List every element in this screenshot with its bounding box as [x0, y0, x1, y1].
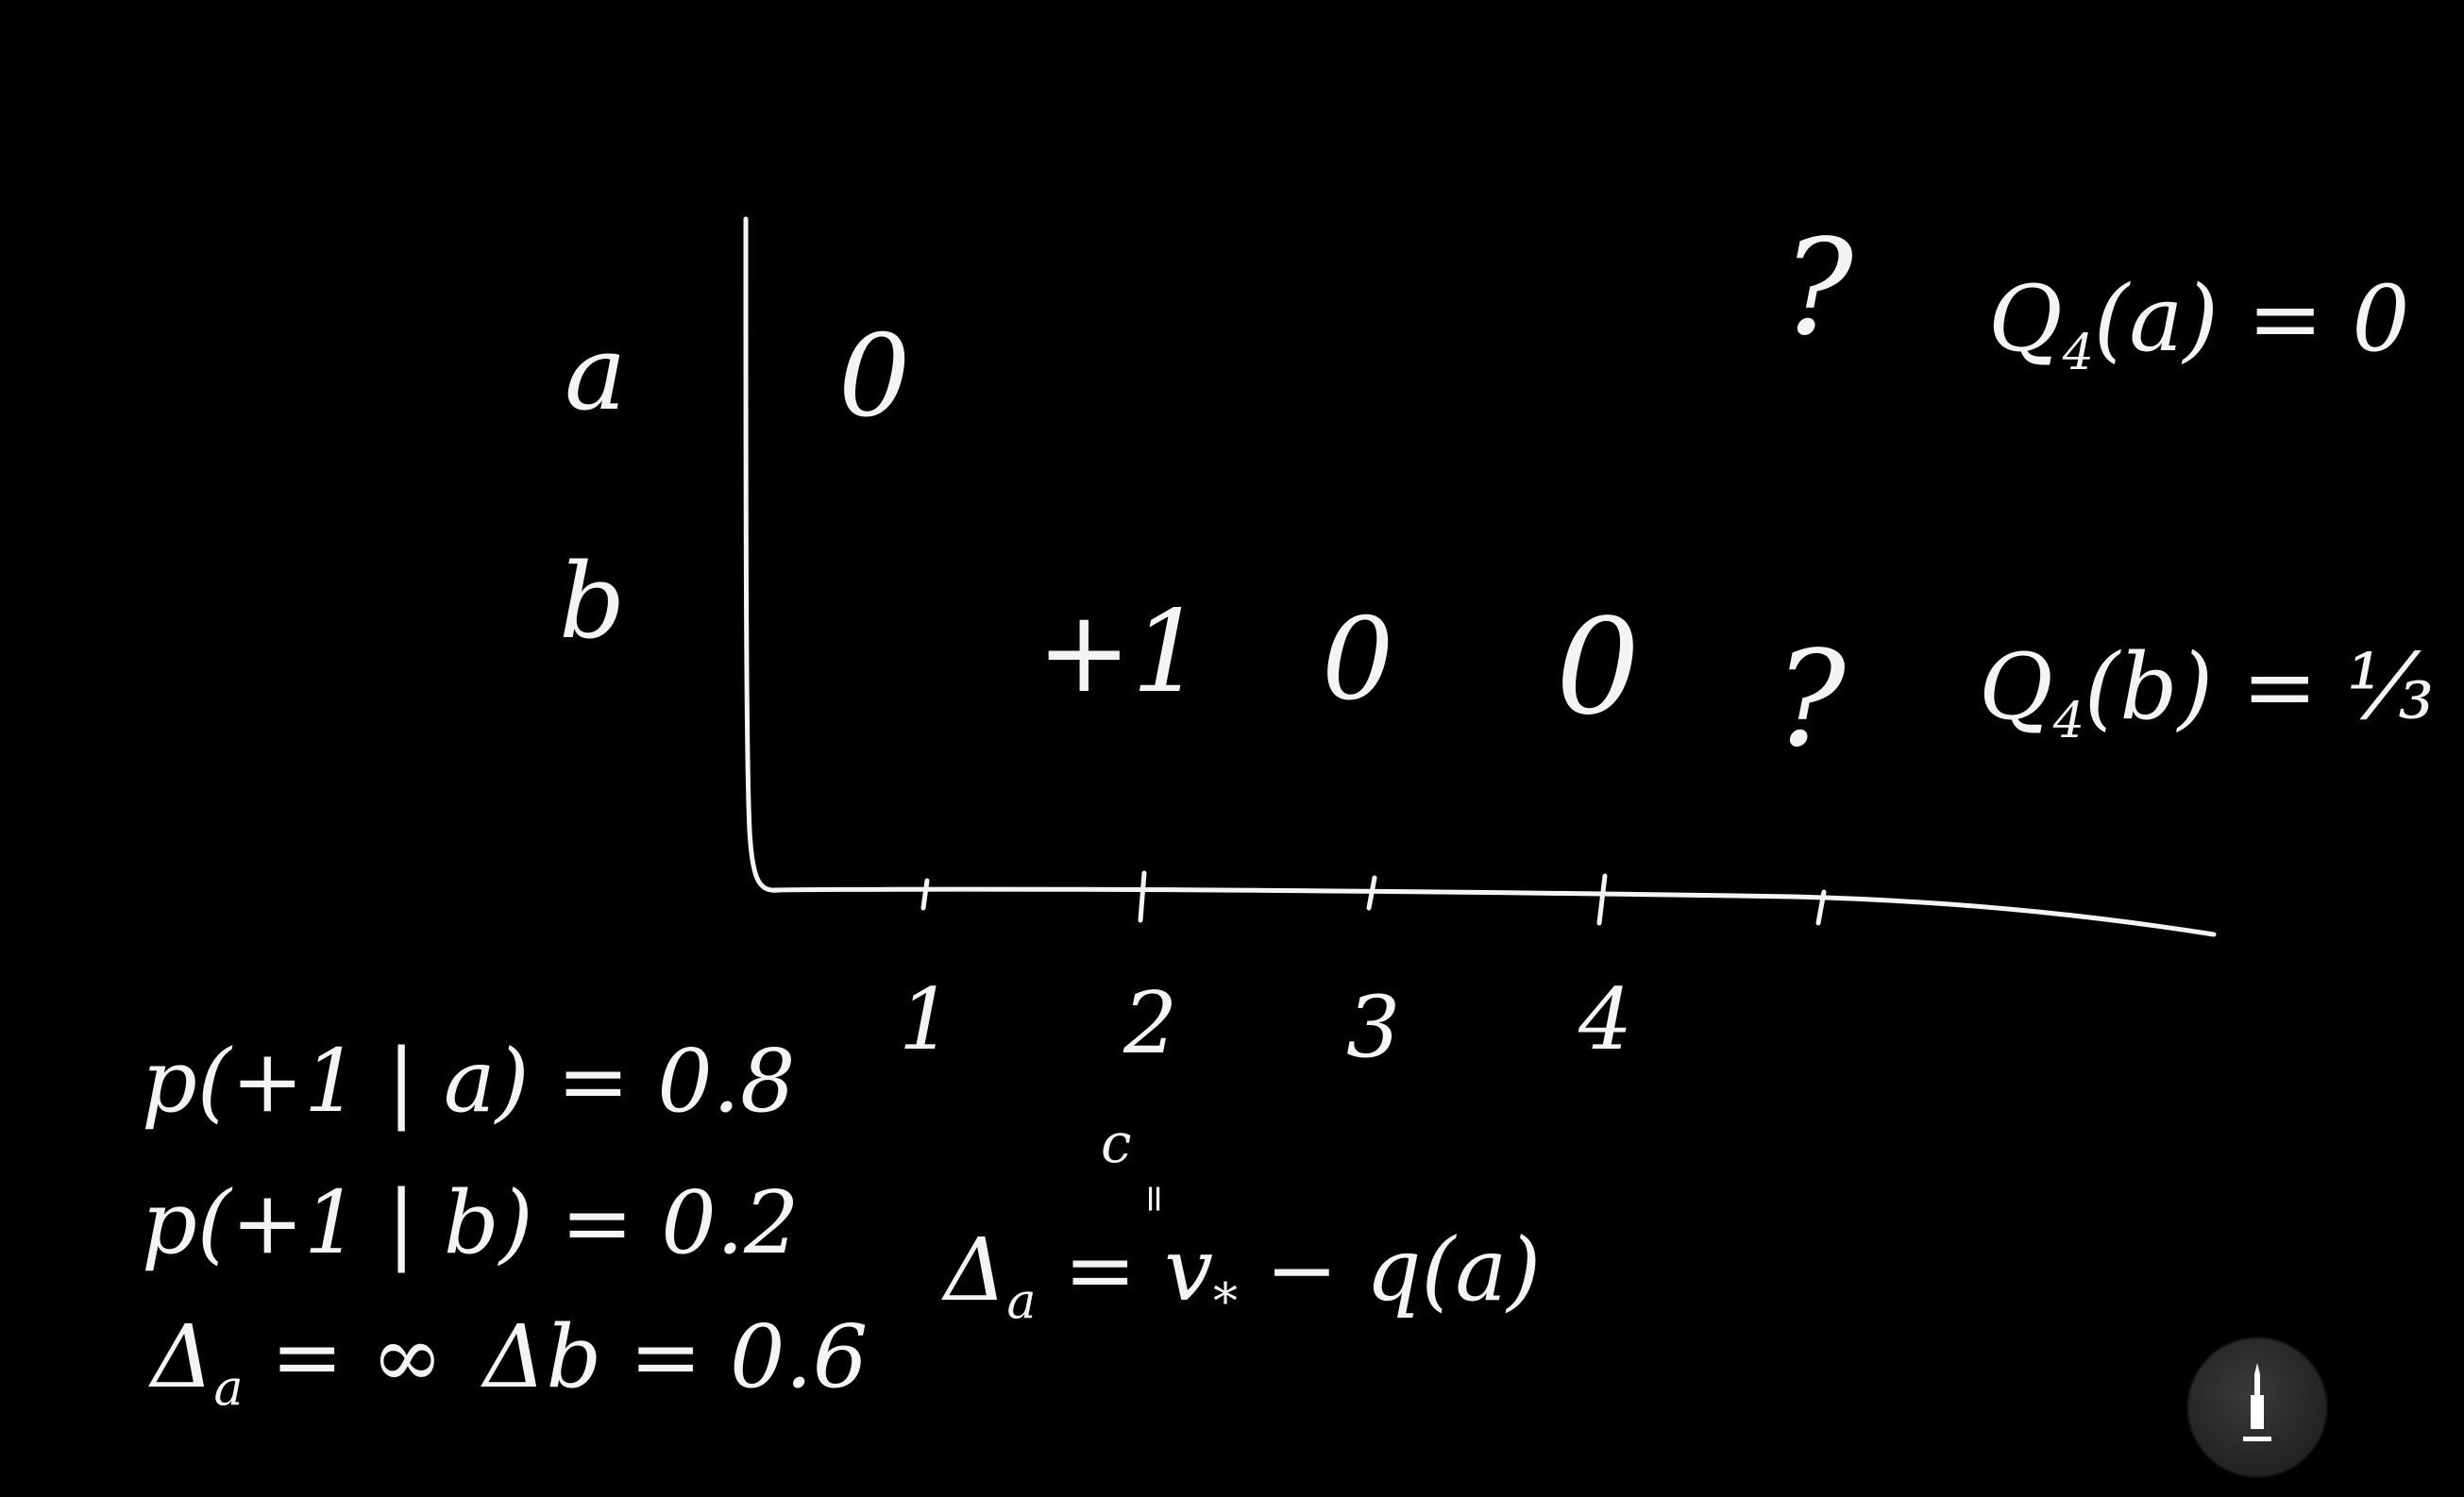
gap-b-sub: b: [546, 1306, 602, 1407]
gap-a-rest: = ∞: [270, 1306, 444, 1407]
tick-label-2: 2: [1123, 974, 1178, 1073]
tick-mark-5: [1815, 889, 1827, 926]
q-estimate-a: Q4(a) = 0: [1988, 274, 2409, 378]
q-estimate-a-prefix: Q: [1988, 266, 2063, 372]
pen-icon: [2243, 1363, 2271, 1441]
tick-label-4: 4: [1578, 970, 1633, 1069]
cell-b-t4: 0: [1556, 591, 1641, 745]
row-label-b: b: [559, 541, 626, 662]
formula-equals: =: [1063, 1219, 1137, 1320]
cell-a-t1: 0: [838, 311, 911, 443]
probability-b: p(+1 | b) = 0.2: [142, 1172, 800, 1273]
gap-b-symbol: Δ: [483, 1306, 547, 1407]
formula-v-sub: *: [1213, 1273, 1239, 1331]
formula-minus-q: − q(a): [1265, 1219, 1542, 1320]
q-estimate-a-rest: (a) = 0: [2093, 266, 2410, 372]
q-estimate-b-sub: 4: [2052, 693, 2084, 750]
gap-a: Δa = ∞: [151, 1314, 444, 1414]
tick-label-3: 3: [1346, 978, 1401, 1077]
tick-mark-1: [920, 878, 930, 911]
formula-lhs-symbol: Δ: [944, 1219, 1007, 1320]
cell-a-t5: ?: [1782, 211, 1854, 365]
gap-a-symbol: Δ: [151, 1306, 214, 1407]
probability-a: p(+1 | a) = 0.8: [142, 1031, 796, 1132]
formula-lhs-sub: a: [1006, 1273, 1037, 1331]
row-label-a: a: [565, 312, 627, 433]
formula-over-c: c: [1101, 1111, 1132, 1175]
q-estimate-b: Q4(b) = ⅓: [1979, 642, 2435, 746]
cell-b-t2: +1: [1037, 587, 1204, 718]
gap-formula: Δa = v* − q(a): [944, 1227, 1541, 1327]
pen-tool-button[interactable]: [2188, 1338, 2326, 1476]
gap-a-sub: a: [213, 1360, 244, 1418]
vertical-axis: [743, 216, 782, 893]
gap-b: Δb = 0.6: [483, 1314, 868, 1401]
tick-mark-3: [1366, 875, 1377, 911]
formula-v: v: [1164, 1219, 1214, 1320]
cell-b-t3: 0: [1322, 595, 1394, 726]
cell-b-t5: ?: [1775, 623, 1847, 777]
formula-over-equals: =: [1132, 1183, 1176, 1215]
tick-label-1: 1: [899, 970, 954, 1069]
q-estimate-b-prefix: Q: [1979, 634, 2053, 740]
q-estimate-b-rest: (b) = ⅓: [2084, 634, 2435, 740]
q-estimate-a-sub: 4: [2062, 325, 2094, 382]
horizontal-axis: [771, 886, 2217, 937]
gap-b-rest: = 0.6: [629, 1306, 869, 1407]
tick-mark-2: [1138, 870, 1147, 923]
tick-mark-4: [1596, 873, 1608, 926]
